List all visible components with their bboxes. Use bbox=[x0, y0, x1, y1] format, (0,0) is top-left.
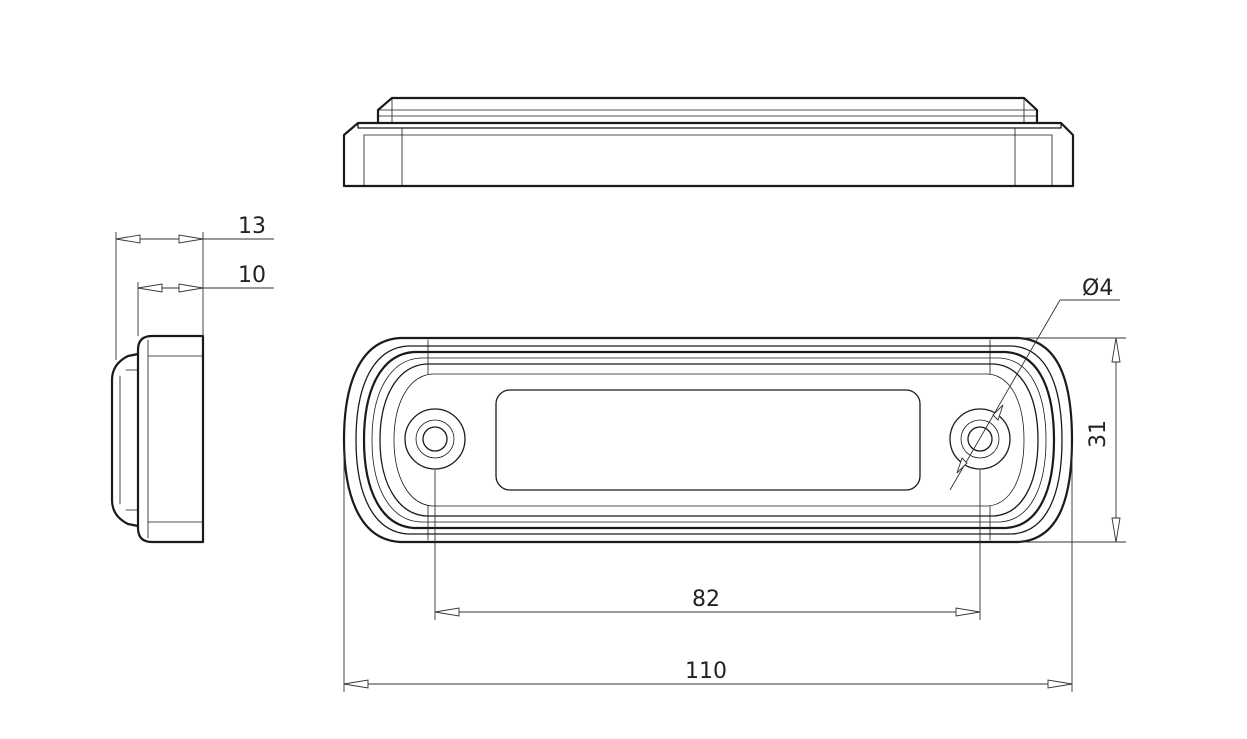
dim-length: 110 bbox=[685, 659, 727, 684]
front-dimensions: 31 Ø4 82 110 bbox=[343, 276, 1126, 692]
dim-depth-body: 10 bbox=[238, 263, 266, 288]
side-dimensions: 13 10 bbox=[115, 214, 274, 360]
side-view bbox=[110, 334, 205, 544]
top-view bbox=[342, 96, 1075, 188]
front-view bbox=[342, 336, 1074, 544]
dim-hole-spacing: 82 bbox=[692, 587, 720, 612]
dim-hole-diameter: Ø4 bbox=[1082, 276, 1113, 301]
dim-height: 31 bbox=[1086, 420, 1111, 448]
dim-depth-total: 13 bbox=[238, 214, 266, 239]
